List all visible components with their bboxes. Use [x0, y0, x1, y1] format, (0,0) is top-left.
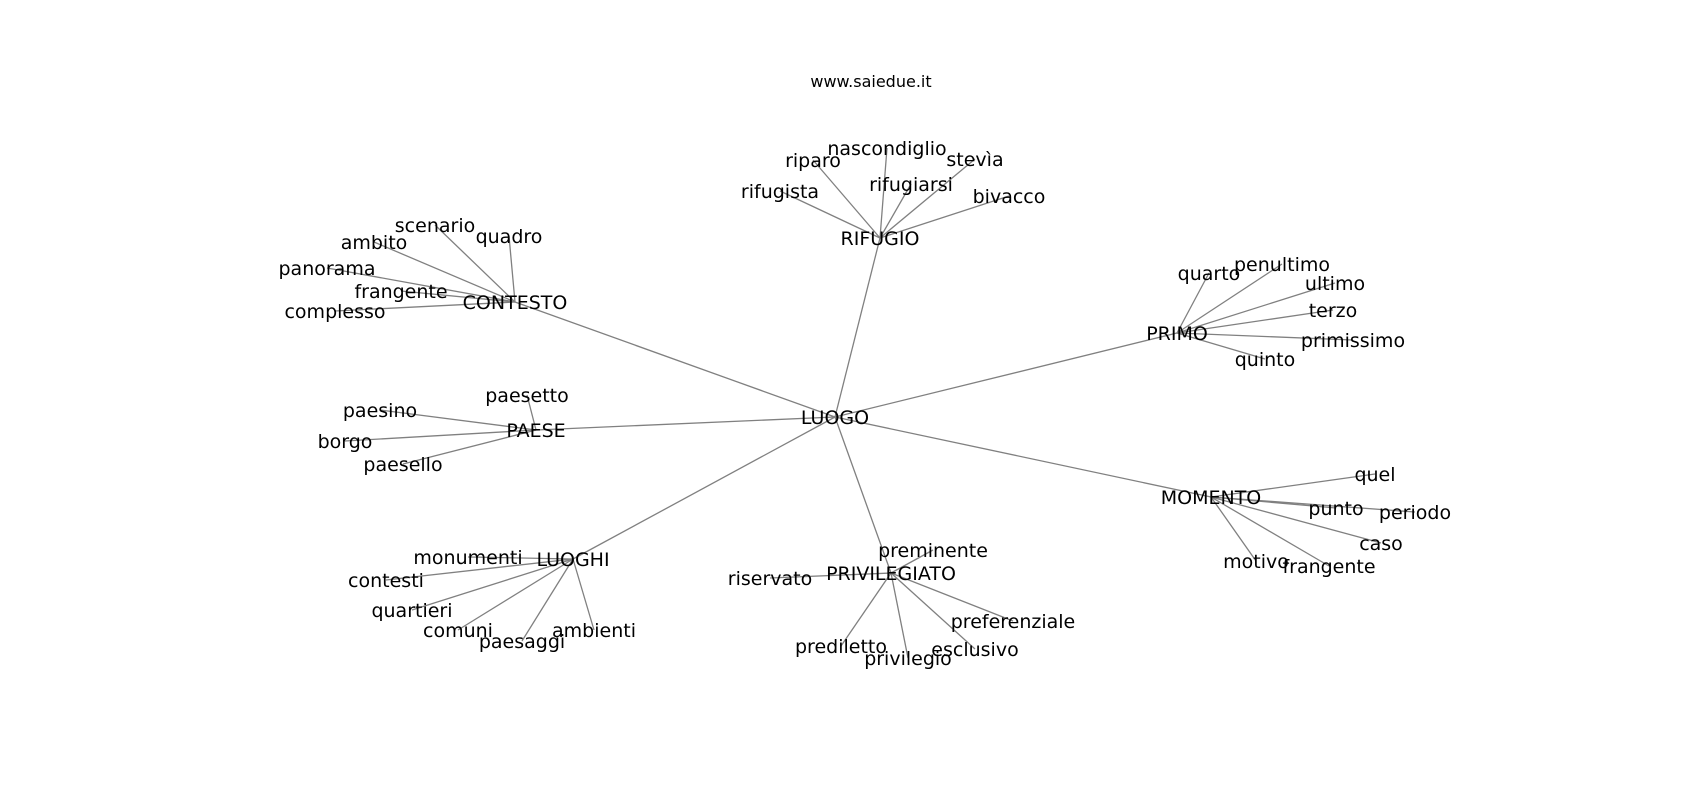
node-leaf-rifugista: rifugista	[741, 181, 819, 203]
edge-luogo-momento	[834, 416, 1212, 498]
edge-luoghi-monumenti	[467, 556, 574, 560]
edge-primo-terzo	[1176, 309, 1334, 334]
node-hub-contesto: CONTESTO	[463, 292, 568, 314]
edge-rifugio-rifugista	[779, 190, 881, 239]
node-leaf-monumenti: monumenti	[413, 547, 522, 569]
edge-primo-penultimo	[1176, 263, 1283, 334]
node-leaf-panorama: panorama	[279, 258, 376, 280]
node-hub-paese: PAESE	[506, 420, 565, 442]
edge-luoghi-ambienti	[572, 558, 595, 631]
node-leaf-quartieri: quartieri	[371, 600, 452, 622]
node-leaf-preferenziale: preferenziale	[951, 611, 1076, 633]
node-leaf-comuni: comuni	[423, 620, 493, 642]
node-leaf-paesello: paesello	[363, 454, 442, 476]
edge-momento-caso	[1210, 496, 1382, 544]
edge-momento-frangente	[1210, 496, 1330, 567]
edge-paese-paesello	[402, 429, 537, 465]
node-leaf-frangente: frangente	[354, 281, 447, 303]
edge-luogo-luoghi	[572, 416, 836, 560]
edge-contesto-ambito	[373, 241, 516, 303]
edge-luogo-privilegiato	[834, 416, 892, 574]
edge-rifugio-riparo	[812, 159, 881, 239]
node-hub-luoghi: LUOGHI	[536, 549, 609, 571]
edge-paese-paesino	[379, 409, 537, 431]
edge-primo-ultimo	[1176, 282, 1336, 334]
node-leaf-penultimo: penultimo	[1234, 254, 1330, 276]
edge-contesto-frangente	[400, 290, 516, 303]
edge-rifugio-bivacco	[879, 195, 1010, 239]
node-leaf-punto: punto	[1308, 498, 1363, 520]
edge-momento-quel	[1210, 473, 1376, 498]
node-leaf-complesso: complesso	[284, 301, 385, 323]
edge-primo-quinto	[1176, 332, 1266, 360]
node-leaf-quadro: quadro	[476, 226, 543, 248]
edge-contesto-scenario	[434, 224, 516, 303]
edge-privilegiato-prediletto	[840, 572, 892, 647]
node-leaf-contesti: contesti	[348, 570, 424, 592]
node-leaf-frangente: frangente	[1282, 556, 1375, 578]
edge-contesto-complesso	[334, 301, 516, 312]
edge-paese-paesetto	[526, 394, 537, 431]
edge-luogo-paese	[535, 416, 836, 431]
edge-rifugio-nascondiglio	[879, 147, 888, 239]
node-leaf-caso: caso	[1359, 533, 1403, 555]
edge-privilegiato-preminente	[890, 549, 934, 574]
node-leaf-bivacco: bivacco	[973, 186, 1046, 208]
node-leaf-scenario: scenario	[395, 215, 475, 237]
edge-privilegiato-esclusivo	[890, 572, 976, 650]
node-hub-privilegiato: PRIVILEGIATO	[826, 563, 956, 585]
edge-privilegiato-privilegio	[890, 572, 909, 659]
node-leaf-riservato: riservato	[728, 568, 812, 590]
node-leaf-ambito: ambito	[341, 232, 408, 254]
node-hub-momento: MOMENTO	[1161, 487, 1262, 509]
node-leaf-borgo: borgo	[318, 431, 373, 453]
node-leaf-nascondiglio: nascondiglio	[827, 138, 946, 160]
edge-contesto-quadro	[508, 235, 516, 303]
node-leaf-ambienti: ambienti	[552, 620, 636, 642]
edge-momento-motivo	[1210, 496, 1257, 562]
graph-edges	[326, 147, 1416, 659]
node-leaf-preminente: preminente	[878, 540, 988, 562]
edge-luoghi-contesti	[385, 558, 574, 581]
node-leaf-quinto: quinto	[1235, 349, 1296, 371]
edge-luoghi-comuni	[457, 558, 574, 631]
edge-privilegiato-riservato	[769, 572, 892, 579]
node-leaf-paesetto: paesetto	[485, 385, 569, 407]
edge-luogo-primo	[834, 332, 1178, 418]
node-leaf-paesino: paesino	[343, 400, 417, 422]
node-leaf-paesaggi: paesaggi	[479, 631, 565, 653]
edge-rifugio-rifugiarsi	[879, 183, 912, 239]
node-leaf-rifugiarsi: rifugiarsi	[869, 174, 953, 196]
edge-luogo-rifugio	[834, 237, 881, 418]
edge-privilegiato-preferenziale	[890, 572, 1014, 622]
node-leaf-esclusivo: esclusivo	[931, 639, 1018, 661]
edge-primo-primissimo	[1176, 332, 1354, 341]
node-leaf-stevia: stevìa	[946, 149, 1003, 171]
node-leaf-quarto: quarto	[1178, 263, 1241, 285]
node-hub-primo: PRIMO	[1146, 323, 1208, 345]
node-leaf-prediletto: prediletto	[795, 636, 887, 658]
node-leaf-primissimo: primissimo	[1301, 330, 1405, 352]
edge-luoghi-paesaggi	[521, 558, 574, 642]
site-title: www.saiedue.it	[810, 72, 931, 91]
node-leaf-privilegio: privilegio	[864, 648, 952, 670]
node-center-luogo: LUOGO	[801, 407, 869, 429]
edge-momento-periodo	[1210, 496, 1416, 513]
edge-luogo-contesto	[514, 301, 836, 418]
node-leaf-periodo: periodo	[1379, 502, 1451, 524]
edge-primo-quarto	[1176, 272, 1210, 334]
edge-contesto-panorama	[326, 267, 516, 303]
edge-paese-borgo	[344, 429, 537, 442]
node-leaf-ultimo: ultimo	[1305, 273, 1365, 295]
edge-rifugio-stevia	[879, 158, 976, 239]
node-leaf-riparo: riparo	[785, 150, 841, 172]
node-leaf-motivo: motivo	[1223, 551, 1289, 573]
edge-luoghi-quartieri	[411, 558, 574, 611]
node-leaf-terzo: terzo	[1309, 300, 1358, 322]
node-leaf-quel: quel	[1354, 464, 1395, 486]
node-hub-rifugio: RIFUGIO	[841, 228, 920, 250]
